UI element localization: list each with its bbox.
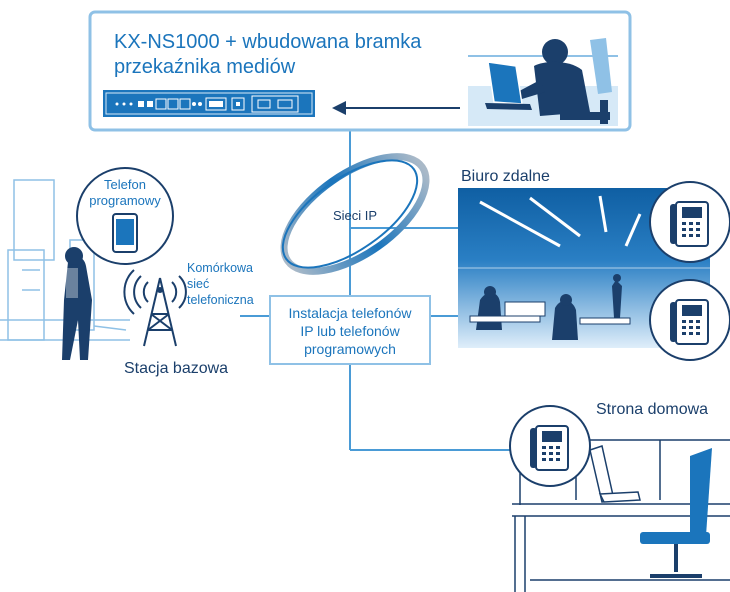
install-line2: IP lub telefonów xyxy=(300,323,400,339)
install-line1: Instalacja telefonów xyxy=(289,305,413,321)
desk-phone-badge-2 xyxy=(649,279,730,361)
desk-phone-icon xyxy=(669,299,709,345)
install-line3: programowych xyxy=(304,341,396,357)
desk-phone-icon xyxy=(529,425,569,471)
cellular-label-line2: sieć xyxy=(187,277,209,291)
installation-box: Instalacja telefonów IP lub telefonów pr… xyxy=(269,295,431,365)
server-title-line1: KX-NS1000 + wbudowana bramka xyxy=(114,31,422,53)
smartphone-icon xyxy=(112,213,138,253)
desk-phone-badge-1 xyxy=(649,181,730,263)
laptop-icon xyxy=(589,445,641,503)
cellular-label-line1: Komórkowa xyxy=(187,261,253,275)
ip-network-ring: Sieci IP xyxy=(280,153,430,275)
mobile-user-scene xyxy=(0,179,130,360)
server-panel: KX-NS1000 + wbudowana bramka przekaźnika… xyxy=(88,10,632,132)
pbx-unit xyxy=(103,90,315,117)
softphone-label-line2: programowy xyxy=(89,193,161,208)
remote-office-label: Biuro zdalne xyxy=(461,168,550,185)
arrow-left-icon xyxy=(332,101,460,115)
office-chair-icon xyxy=(640,448,712,578)
server-title-line2: przekaźnika mediów xyxy=(114,56,296,78)
base-station-label: Stacja bazowa xyxy=(124,360,228,377)
home-label: Strona domowa xyxy=(596,401,708,418)
cellular-label-line3: telefoniczna xyxy=(187,293,254,307)
desk-phone-badge-3 xyxy=(509,405,591,487)
admin-person-icon xyxy=(468,38,618,126)
ip-network-label: Sieci IP xyxy=(333,208,377,223)
softphone-label-line1: Telefon xyxy=(104,177,146,192)
home-office-scene xyxy=(510,420,730,592)
desk-phone-icon xyxy=(669,201,709,247)
cell-tower-icon xyxy=(123,269,187,347)
softphone-badge: Telefon programowy xyxy=(76,167,174,265)
